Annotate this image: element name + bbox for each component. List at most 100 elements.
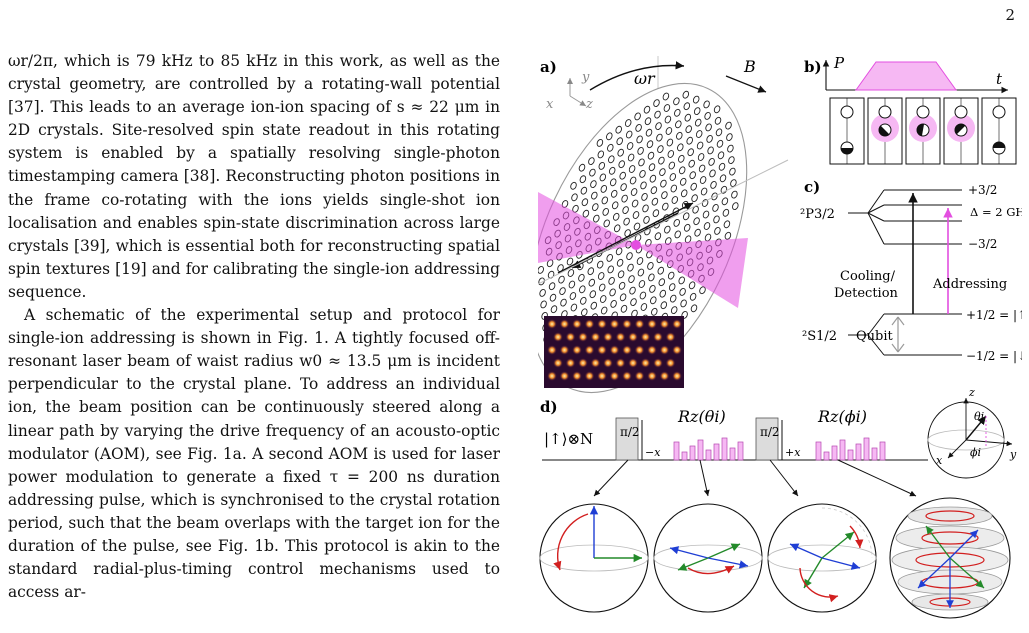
rz-pulse-bar xyxy=(863,437,870,461)
ion-ring xyxy=(581,198,589,207)
ion-ring xyxy=(713,215,720,224)
pulse-1-axis: −x xyxy=(645,446,661,459)
ion-ring xyxy=(611,201,619,210)
p-level-label: ²P3/2 xyxy=(800,207,835,222)
ion-ring xyxy=(637,268,645,277)
ion-ring xyxy=(659,168,666,176)
ion-ring xyxy=(676,131,683,140)
rz-pulse-bar xyxy=(831,445,838,461)
ion-ring xyxy=(721,197,729,206)
ion-ring xyxy=(549,293,557,302)
camera-ion xyxy=(590,358,601,368)
ion-top xyxy=(916,105,930,119)
ion-ring xyxy=(729,167,736,176)
ion-ring xyxy=(691,194,698,203)
ion-ring xyxy=(632,211,640,219)
bloch-phi-label: ϕi xyxy=(970,446,981,459)
ion-ring xyxy=(689,292,697,301)
ion-ring xyxy=(719,174,727,183)
ion-ring xyxy=(620,183,627,191)
ion-ring xyxy=(651,197,659,206)
ion-ring xyxy=(696,141,704,150)
ion-ring xyxy=(658,278,666,287)
ion-ring xyxy=(640,181,647,190)
ion-ring xyxy=(646,140,654,149)
ion-ring xyxy=(678,154,685,163)
ion-ring xyxy=(716,139,724,148)
ion-ring xyxy=(559,287,566,295)
ion-ring xyxy=(568,280,576,289)
ion-ring xyxy=(650,296,657,305)
down-state-label: −1/2 = |↓⟩ xyxy=(966,349,1022,363)
ion-ring xyxy=(715,128,723,137)
camera-ion xyxy=(653,332,663,342)
ion-ring xyxy=(617,270,625,279)
ion-ring xyxy=(725,121,732,130)
camera-ion xyxy=(590,332,601,342)
ion-ring xyxy=(639,170,646,178)
body-text-column: ωr/2π, which is 79 kHz to 85 kHz in this… xyxy=(8,50,500,604)
camera-ion xyxy=(659,319,670,329)
camera-ion xyxy=(665,332,676,342)
ion-ring xyxy=(619,171,626,180)
camera-ion xyxy=(628,358,638,368)
camera-ion xyxy=(647,371,657,381)
m-plus-3-2: +3/2 xyxy=(968,183,997,197)
rz-phi-label: Rz(ϕi) xyxy=(817,407,867,426)
ion-ring xyxy=(723,220,731,229)
ion-ring xyxy=(624,119,632,127)
ion-ring xyxy=(610,300,617,308)
ion-ring xyxy=(670,184,678,193)
camera-ion xyxy=(578,332,588,342)
ion-ring xyxy=(678,276,685,285)
camera-ion xyxy=(565,332,576,342)
rz-pulse-bar xyxy=(697,439,704,461)
bloch-sphere-1 xyxy=(539,503,649,613)
ion-ring xyxy=(580,296,587,305)
ion-ring xyxy=(674,230,681,239)
ion-ring xyxy=(660,301,668,310)
ion-ring xyxy=(591,191,598,200)
ion-ring xyxy=(612,212,620,221)
rz-pulse-bar xyxy=(847,449,854,461)
rz-pulse-bar xyxy=(879,441,886,461)
pi-half-pulse-minus-x xyxy=(615,417,639,461)
ion-ring xyxy=(599,295,607,303)
ion-ring xyxy=(581,308,588,317)
ion-top xyxy=(954,105,968,119)
ion-ring xyxy=(660,179,667,188)
camera-ion xyxy=(553,332,563,342)
ion-ring xyxy=(597,150,605,159)
ion-ring xyxy=(661,191,668,199)
ion-ring xyxy=(618,160,625,169)
camera-ion xyxy=(584,345,595,355)
ion-ring xyxy=(550,305,558,314)
ion-ring xyxy=(644,117,652,126)
ion-ring xyxy=(726,133,733,141)
rz-pulse-bar xyxy=(729,447,736,461)
ion-ring xyxy=(731,190,738,199)
ion-ring xyxy=(587,267,595,276)
ion-ring xyxy=(621,194,628,203)
ion-ring xyxy=(601,196,609,205)
ion-ring xyxy=(663,104,671,112)
addressing-label: Addressing xyxy=(932,277,1007,292)
b-field-label: B xyxy=(743,57,756,76)
ion-top xyxy=(992,105,1006,119)
ion-ring xyxy=(538,277,545,286)
camera-ion xyxy=(653,358,663,368)
ion-ring xyxy=(732,202,739,210)
ion-ring xyxy=(689,171,696,180)
ion-ring xyxy=(579,175,587,184)
ion-ring xyxy=(617,148,624,157)
axis-triad xyxy=(567,78,587,107)
camera-ion xyxy=(565,358,576,368)
ion-ring xyxy=(706,135,713,143)
ion-ring xyxy=(699,176,707,184)
camera-ion xyxy=(603,332,613,342)
ion-ring xyxy=(582,209,590,218)
ion-ring xyxy=(648,163,656,172)
bloch-reference: z y x θi ϕi xyxy=(927,386,1017,479)
p-level-lines xyxy=(848,189,962,245)
ion-ring xyxy=(693,217,700,226)
